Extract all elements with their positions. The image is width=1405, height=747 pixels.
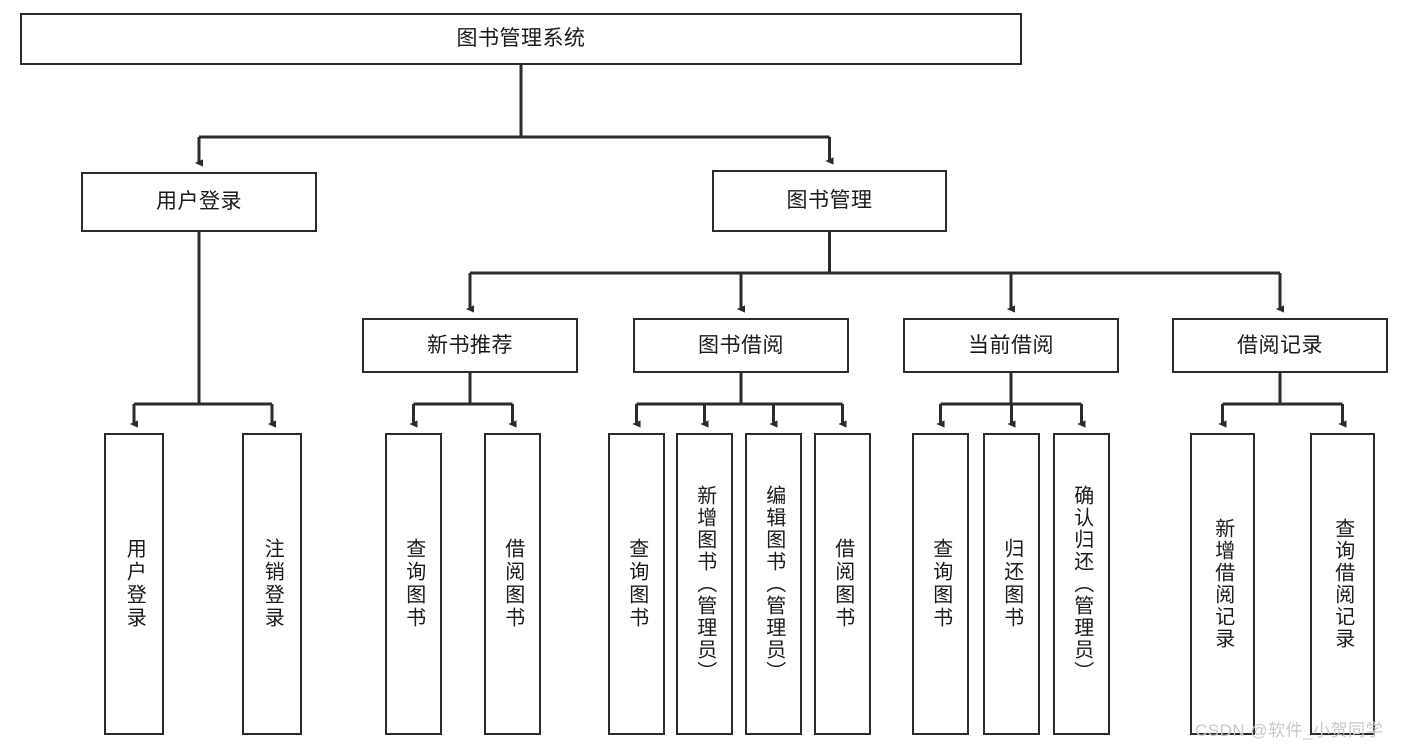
node-label: 新增图书（管理员）: [693, 485, 716, 683]
node-label: 用户登录: [123, 538, 146, 630]
node-leaf-return-book[interactable]: 归还图书: [983, 433, 1040, 735]
node-leaf-add-record[interactable]: 新增借阅记录: [1190, 433, 1255, 735]
node-label: 注销登录: [261, 538, 284, 630]
node-label: 当前借阅: [968, 333, 1054, 357]
watermark-text: CSDN @软件_小贺同学: [1195, 721, 1384, 740]
node-leaf-query-book-1[interactable]: 查询图书: [385, 433, 442, 735]
node-borrow-record[interactable]: 借阅记录: [1172, 318, 1388, 373]
node-label: 新书推荐: [427, 333, 513, 357]
edge-paths: [129, 65, 1347, 428]
node-leaf-query-book-2[interactable]: 查询图书: [608, 433, 665, 735]
node-current-borrow[interactable]: 当前借阅: [903, 318, 1119, 373]
node-leaf-user-login[interactable]: 用户登录: [104, 433, 164, 735]
node-book-borrow[interactable]: 图书借阅: [633, 318, 849, 373]
node-user-login[interactable]: 用户登录: [81, 172, 317, 232]
node-leaf-borrow-book-2[interactable]: 借阅图书: [814, 433, 871, 735]
node-leaf-add-book[interactable]: 新增图书（管理员）: [676, 433, 733, 735]
node-label: 查询借阅记录: [1331, 518, 1354, 650]
node-root[interactable]: 图书管理系统: [20, 13, 1022, 65]
node-book-manage[interactable]: 图书管理: [712, 170, 947, 232]
node-leaf-confirm-return[interactable]: 确认归还（管理员）: [1053, 433, 1110, 735]
node-label: 编辑图书（管理员）: [762, 485, 785, 683]
node-label: 图书借阅: [698, 333, 784, 357]
node-leaf-borrow-book-1[interactable]: 借阅图书: [484, 433, 541, 735]
node-leaf-query-book-3[interactable]: 查询图书: [912, 433, 969, 735]
node-leaf-edit-book[interactable]: 编辑图书（管理员）: [745, 433, 802, 735]
node-label: 查询图书: [929, 538, 952, 630]
node-label: 查询图书: [402, 538, 425, 630]
node-label: 新增借阅记录: [1211, 518, 1234, 650]
node-label: 查询图书: [625, 538, 648, 630]
node-label: 借阅图书: [501, 538, 524, 630]
node-label: 归还图书: [1000, 538, 1023, 630]
node-label: 确认归还（管理员）: [1070, 485, 1093, 683]
node-label: 借阅图书: [831, 538, 854, 630]
node-label: 用户登录: [156, 190, 242, 214]
node-leaf-query-record[interactable]: 查询借阅记录: [1310, 433, 1375, 735]
node-label: 借阅记录: [1237, 333, 1323, 357]
node-label: 图书管理系统: [456, 27, 586, 51]
node-new-book-rec[interactable]: 新书推荐: [362, 318, 578, 373]
node-label: 图书管理: [786, 189, 873, 213]
node-leaf-logout[interactable]: 注销登录: [242, 433, 302, 735]
